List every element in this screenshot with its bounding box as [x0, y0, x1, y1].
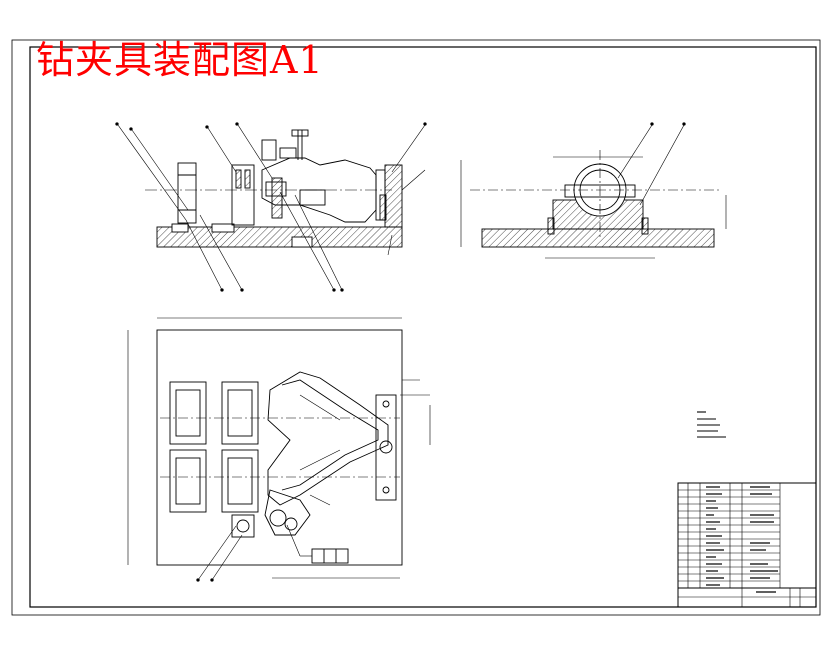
left-block — [177, 162, 197, 224]
front-view — [115, 122, 427, 292]
drawing-title: 钻夹具装配图A1 — [36, 38, 324, 82]
right-support — [384, 164, 403, 228]
title-block — [677, 411, 817, 608]
side-base — [481, 228, 715, 248]
base-plate — [156, 226, 403, 248]
top-base — [156, 329, 403, 566]
side-view — [460, 122, 727, 259]
top-view — [127, 317, 431, 582]
outer-border — [11, 39, 821, 616]
inner-border — [29, 46, 817, 608]
